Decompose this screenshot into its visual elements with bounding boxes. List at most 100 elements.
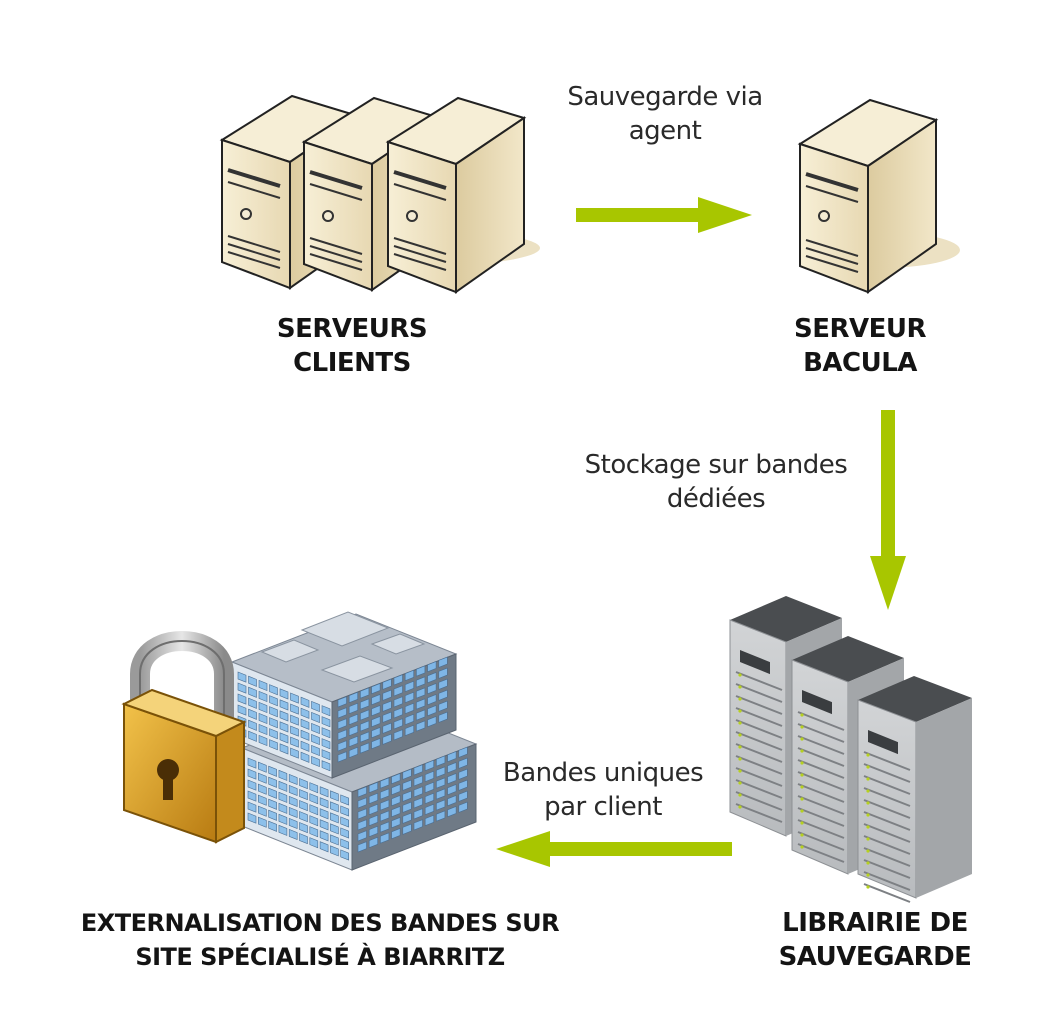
building-window bbox=[309, 815, 319, 827]
tape-slot bbox=[863, 883, 911, 903]
building-window bbox=[360, 709, 370, 721]
tape-library-icon bbox=[729, 596, 972, 903]
building-window bbox=[319, 808, 329, 820]
building-window bbox=[257, 794, 267, 806]
tape-slot-led bbox=[800, 725, 804, 729]
building-window bbox=[382, 678, 392, 690]
building-window bbox=[360, 687, 370, 699]
building-window bbox=[380, 799, 390, 811]
building-window bbox=[269, 684, 278, 696]
building-window bbox=[268, 776, 277, 788]
building-window bbox=[436, 777, 446, 789]
building-window bbox=[248, 675, 257, 687]
tape-slot bbox=[863, 823, 911, 843]
bacula-server-icon bbox=[797, 98, 960, 294]
building-window bbox=[337, 740, 347, 752]
building-window bbox=[402, 779, 412, 791]
building-window bbox=[268, 765, 277, 777]
building-window bbox=[247, 779, 257, 791]
building-window bbox=[330, 812, 339, 824]
building-window bbox=[424, 792, 435, 805]
building-window bbox=[380, 821, 390, 833]
building-window bbox=[258, 712, 268, 725]
building-window bbox=[237, 693, 247, 705]
tape-slot-led bbox=[866, 885, 870, 889]
building-window bbox=[300, 707, 310, 719]
building-window bbox=[357, 819, 367, 831]
edge-label-backup: Sauvegarde via agent bbox=[540, 80, 790, 148]
building-window bbox=[380, 832, 390, 844]
building-window bbox=[360, 731, 370, 743]
building-window bbox=[248, 719, 257, 731]
tape-slot bbox=[735, 731, 783, 751]
building-window bbox=[371, 727, 381, 739]
tape-slot bbox=[797, 711, 845, 731]
building-window bbox=[321, 705, 331, 717]
node-label-bacula: SERVEUR BACULA bbox=[770, 312, 950, 380]
building-window bbox=[279, 688, 289, 700]
building-window bbox=[391, 795, 401, 807]
building-window bbox=[368, 792, 379, 805]
building-window bbox=[404, 669, 415, 682]
building-window bbox=[321, 738, 331, 750]
building-window bbox=[340, 816, 350, 828]
building-window bbox=[371, 694, 381, 706]
tape-slot-led bbox=[738, 769, 742, 773]
building-window bbox=[402, 801, 412, 813]
tape-slot bbox=[735, 671, 783, 691]
building-window bbox=[258, 723, 268, 736]
building-window bbox=[279, 699, 289, 711]
building-window bbox=[391, 817, 401, 829]
building-window bbox=[330, 790, 339, 802]
building-window bbox=[391, 828, 401, 840]
building-window bbox=[268, 787, 277, 799]
building-window bbox=[447, 784, 457, 796]
building-window bbox=[300, 751, 310, 763]
building-window bbox=[393, 729, 403, 741]
building-window bbox=[337, 718, 347, 730]
arrow-right-icon bbox=[576, 197, 752, 233]
building-window bbox=[299, 811, 308, 823]
building-window bbox=[288, 773, 298, 786]
tape-slot bbox=[863, 835, 911, 855]
tape-slot bbox=[735, 743, 783, 763]
building-window bbox=[357, 808, 367, 820]
building-windows bbox=[237, 656, 468, 861]
building-window bbox=[436, 810, 446, 822]
tape-slot bbox=[863, 751, 911, 771]
building-window bbox=[391, 784, 401, 796]
tape-slot-led bbox=[738, 757, 742, 761]
building-window bbox=[321, 760, 331, 772]
building-window bbox=[269, 695, 278, 707]
tape-slot bbox=[863, 775, 911, 795]
tape-slot-led bbox=[800, 713, 804, 717]
tape-slot bbox=[797, 723, 845, 743]
building-window bbox=[436, 766, 446, 778]
building-window bbox=[279, 743, 289, 755]
building-window bbox=[337, 751, 347, 763]
building-window bbox=[337, 696, 347, 708]
building-window bbox=[248, 708, 257, 720]
building-window bbox=[269, 728, 278, 740]
building-window bbox=[248, 730, 257, 742]
node-label-library: LIBRAIRIE DE SAUVEGARDE bbox=[760, 906, 990, 974]
building-window bbox=[258, 690, 268, 703]
building-window bbox=[348, 702, 359, 715]
tape-slot bbox=[735, 719, 783, 739]
building-window bbox=[447, 795, 457, 807]
building-window bbox=[248, 697, 257, 709]
building-window bbox=[413, 808, 423, 820]
padlock-icon bbox=[121, 631, 247, 844]
building-window bbox=[288, 795, 298, 808]
building-window bbox=[371, 738, 381, 750]
building-window bbox=[382, 700, 392, 712]
building-window bbox=[309, 782, 319, 794]
tape-library-rack-3 bbox=[857, 676, 972, 899]
building-window bbox=[427, 683, 437, 695]
building-window bbox=[319, 786, 329, 798]
tape-slot-led bbox=[800, 749, 804, 753]
building-window bbox=[357, 841, 367, 853]
tape-slot bbox=[735, 767, 783, 787]
building-window bbox=[458, 757, 468, 769]
tape-slot-led bbox=[800, 797, 804, 801]
